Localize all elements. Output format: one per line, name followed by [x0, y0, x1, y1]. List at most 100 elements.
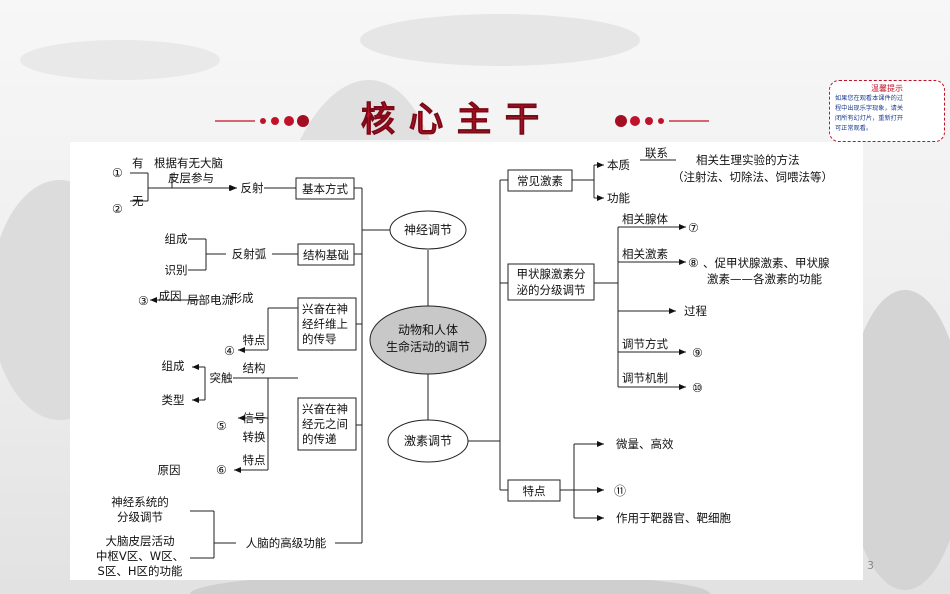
connector-lines: [130, 159, 676, 559]
yes-label: 有: [132, 156, 144, 170]
title-dot: [260, 118, 266, 124]
bg-cloud: [360, 14, 640, 66]
structure-box: [297, 243, 355, 266]
title-dot: [271, 117, 279, 125]
no-number: ②: [112, 202, 123, 216]
mode-number: ⑨: [692, 346, 703, 360]
mind-map-panel: 动物和人体 生命活动的调节 神经调节 激素调节 基本方式 结构基础 兴奋在神 经…: [70, 142, 863, 580]
thyroid-box: [507, 263, 595, 301]
tip-title: 温馨提示: [871, 84, 903, 93]
essence-label: 本质: [607, 158, 630, 172]
reflex-arc-label: 反射弧: [232, 247, 267, 261]
mind-map: 动物和人体 生命活动的调节 神经调节 激素调节 基本方式 结构基础 兴奋在神 经…: [96, 146, 833, 578]
fiber-label: 经纤维上: [302, 317, 348, 331]
reason-number: ⑥: [216, 463, 227, 477]
warm-tip-box: 温馨提示 如果您在观看本课件的过 程中出现乐字现象，请关 闭所有幻灯片，重新打开…: [829, 80, 945, 142]
synapse-label: 突触: [210, 371, 233, 385]
tip-line: 程中出现乐字现象，请关: [835, 105, 904, 112]
cause-number: ③: [138, 294, 149, 308]
fiber-box: [297, 297, 357, 351]
synapse-label: 兴奋在神: [302, 402, 348, 416]
structure-label: 结构基础: [303, 248, 349, 262]
brain-item: 神经系统的: [111, 495, 169, 509]
signal-label: 信号: [243, 411, 266, 425]
hormones-number: ⑧: [688, 256, 699, 270]
signal-number: ⑤: [216, 419, 227, 433]
title-dot: [645, 117, 653, 125]
mode-label: 调节方式: [622, 337, 668, 351]
composition-label: 组成: [162, 359, 185, 373]
hormone-oval: [387, 419, 469, 463]
feature-number: ⑪: [614, 484, 626, 498]
bg-lotus-petal: [300, 80, 430, 140]
fiber-label: 兴奋在神: [302, 302, 348, 316]
hormones-desc: 激素——各激素的功能: [707, 272, 822, 286]
arrows: [150, 162, 686, 521]
cause-label: 成因: [159, 289, 182, 303]
reflex-label: 反射: [241, 181, 264, 195]
neural-oval: [389, 210, 467, 250]
brain-item: S区、H区的功能: [98, 564, 183, 578]
gland-label: 相关腺体: [622, 212, 668, 226]
reason-label: 原因: [158, 463, 181, 477]
tip-line: 如果您在观看本课件的过: [835, 95, 904, 102]
title-dot: [297, 115, 309, 127]
criterion-label: 根据有无大脑: [154, 156, 223, 170]
function-label: 功能: [607, 191, 630, 205]
connect-label: 联系: [645, 146, 668, 160]
title-dot: [630, 116, 640, 126]
thyroid-label: 泌的分级调节: [517, 283, 586, 297]
feature-item: 微量、高效: [616, 437, 674, 451]
hormone-title: 激素调节: [404, 434, 452, 448]
brain-item: 大脑皮层活动: [106, 534, 175, 548]
fiber-label: 的传导: [302, 332, 337, 346]
brain-function-label: 人脑的高级功能: [246, 536, 327, 550]
mechanism-number: ⑩: [692, 381, 703, 395]
local-current-label: 局部电流: [187, 293, 233, 307]
method-label: 相关生理实验的方法: [696, 153, 800, 167]
features-box: [507, 479, 561, 502]
center-label: 动物和人体: [398, 323, 458, 337]
title-dot: [615, 115, 627, 127]
synapse-feature-label: 特点: [243, 453, 266, 467]
brain-item: 中枢V区、W区、: [96, 549, 184, 563]
title-dot: [658, 118, 664, 124]
tip-line: 闭所有幻灯片，重新打开: [835, 115, 904, 122]
neural-title: 神经调节: [404, 223, 452, 237]
slide-title-banner: 核心主干: [215, 100, 709, 140]
mechanism-label: 调节机制: [622, 371, 668, 385]
fiber-feature-label: 特点: [243, 333, 266, 347]
structure-label: 结构: [243, 361, 266, 375]
bg-cloud: [20, 40, 220, 80]
center-label: 生命活动的调节: [386, 339, 470, 354]
synapse-label: 的传递: [302, 432, 337, 446]
page-number: 3: [867, 559, 874, 572]
common-hormone-label: 常见激素: [517, 174, 563, 188]
bg-leaf: [845, 290, 950, 590]
convert-label: 转换: [243, 430, 266, 444]
basic-mode-box: [295, 177, 355, 200]
no-label: 无: [132, 194, 144, 208]
hormones-desc: 、促甲状腺激素、甲状腺: [703, 256, 830, 270]
features-label: 特点: [523, 484, 546, 498]
method-detail-label: （注射法、切除法、饲喂法等）: [672, 170, 833, 184]
tip-line: 可正常观看。: [835, 125, 873, 132]
feature-item: 作用于靶器官、靶细胞: [616, 511, 731, 525]
synapse-box: [297, 397, 357, 451]
hormones-label: 相关激素: [622, 247, 668, 261]
composition-label: 组成: [165, 232, 188, 246]
thyroid-label: 甲状腺激素分: [517, 267, 586, 281]
page-title: 核心主干: [361, 100, 553, 140]
basic-mode-label: 基本方式: [302, 182, 348, 196]
gland-number: ⑦: [688, 221, 699, 235]
identify-label: 识别: [165, 263, 188, 277]
title-dot: [284, 116, 294, 126]
brain-item: 分级调节: [117, 510, 163, 524]
form-label: 形成: [231, 291, 254, 305]
synapse-label: 经元之间: [302, 417, 348, 431]
fiber-feature-number: ④: [224, 344, 235, 358]
criterion-label: 皮层参与: [168, 171, 214, 185]
common-hormone-box: [507, 169, 573, 192]
yes-number: ①: [112, 166, 123, 180]
process-label: 过程: [684, 304, 707, 318]
